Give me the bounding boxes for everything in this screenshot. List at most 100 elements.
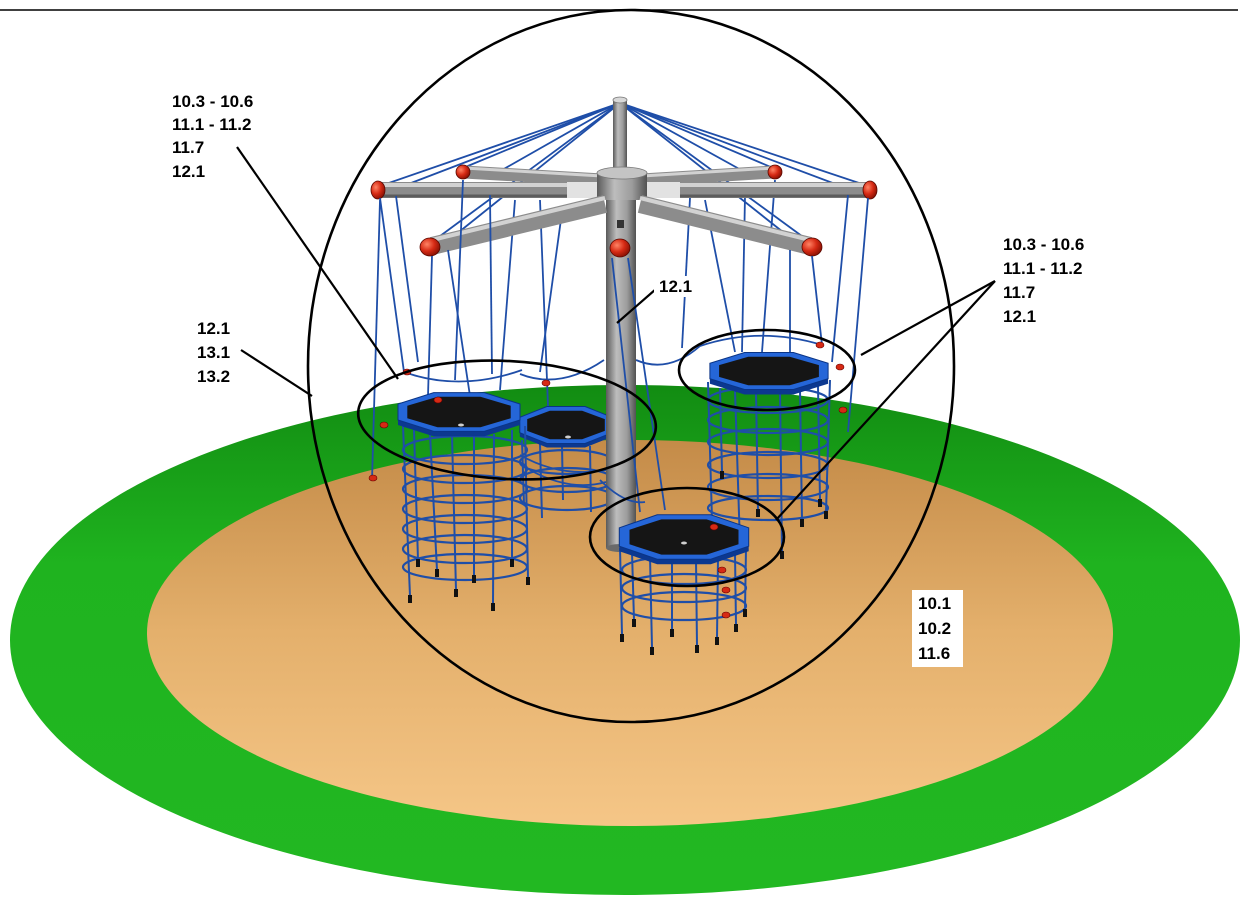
rope [619,102,774,169]
leader-lines [236,146,996,521]
label-text: 11.6 [918,644,950,663]
rope-end-cap [800,519,804,527]
rope [371,199,381,481]
rope-end-cap [756,509,760,517]
arm-end-cap [801,237,823,257]
cage-rope [539,443,543,519]
cage-rope [631,551,635,621]
rope-connector [721,611,731,619]
label-text: 11.7 [1003,283,1035,302]
leader-line-right-lower [775,280,996,521]
trampoline-mat [407,396,511,428]
trampoline-bottom [618,514,750,565]
rope-end-cap [780,551,784,559]
mast-upper [613,100,627,180]
callout-ellipse-bottom-trampoline [588,486,786,588]
cage-rope [744,547,747,611]
cage-rope [589,445,592,513]
cage-rope [799,389,803,521]
rope [699,334,823,347]
cage-rope [716,557,719,639]
cage-left [401,425,530,611]
rope-end-cap [526,577,530,585]
rope-end-cap [416,559,420,567]
label-text: 12.1 [1003,307,1036,326]
rope-end-cap [743,609,747,617]
callout-ellipse-left-trampolines [356,359,658,481]
rope [519,359,605,381]
rope [487,102,621,179]
label-text: 10.3 - 10.6 [1003,235,1084,254]
cage-rope [817,385,821,501]
arm-front-right [637,195,813,255]
leader-line-top-left [236,146,399,380]
rope-connector [709,523,719,531]
arm-end-cap [455,164,471,180]
cage-ring [706,472,830,502]
rope [447,249,471,397]
arm-end-cap [419,237,441,257]
arm-end-cap [862,180,878,200]
rope-connector [433,396,443,404]
rope-end-cap [472,575,476,583]
label-group-left: 12.1 13.1 13.2 [197,319,230,386]
cage-bottom [619,547,748,655]
rope [831,194,849,363]
rope [529,469,607,487]
arm-back-right [641,165,775,187]
cage-rope [413,429,419,561]
rope-end-cap [695,645,699,653]
rope [379,197,405,373]
arm-sleeve-left [567,182,601,198]
rope-connector [379,421,389,429]
rope [379,102,621,187]
hanging-ropes-front [371,179,869,513]
cage-ring [401,453,529,485]
rope-connector [835,363,845,371]
cage-rope [561,445,564,501]
cage-rope [734,389,741,546]
rope-connector [838,406,848,414]
rope [847,197,869,433]
arm-back-right-highlight [641,166,775,178]
rope-end-cap [632,619,636,627]
rope-end-cap [491,603,495,611]
rope [427,255,433,397]
trampoline-mat [527,410,605,440]
rope-connector [717,566,727,574]
cage-rope [707,381,713,521]
rope-end-cap [715,637,719,645]
trampoline-logo [681,541,687,545]
rope [619,102,847,189]
trampoline-logo [458,423,464,427]
arm-sleeve-right [643,182,680,198]
rope-end-cap [510,559,514,567]
label-group-pole: 12.1 [654,276,698,297]
rope-end-cap [720,471,724,479]
cage-rope [649,555,653,649]
rope-end-cap [650,647,654,655]
rope-end-cap [818,499,822,507]
rope [462,102,621,169]
trampoline-middle [519,406,613,448]
label-text: 12.1 [197,319,230,338]
cage-rope [492,433,495,605]
rope-connector [721,586,731,594]
rope [811,255,823,346]
leader-line-left [240,349,313,397]
rope [403,369,523,383]
label-text: 13.1 [197,343,230,362]
label-text: 13.2 [197,367,230,386]
cage-rope [402,425,411,597]
rope [395,195,419,363]
label-text: 12.1 [172,162,205,181]
sand-impact-area [147,440,1113,826]
arm-back-left [463,165,603,187]
rope-connector [368,474,378,482]
rope-end-cap [435,569,439,577]
rope [539,199,549,407]
arm-end-cap [609,238,631,258]
rope [599,479,646,504]
cage-rope [524,425,529,579]
rope [741,195,746,353]
